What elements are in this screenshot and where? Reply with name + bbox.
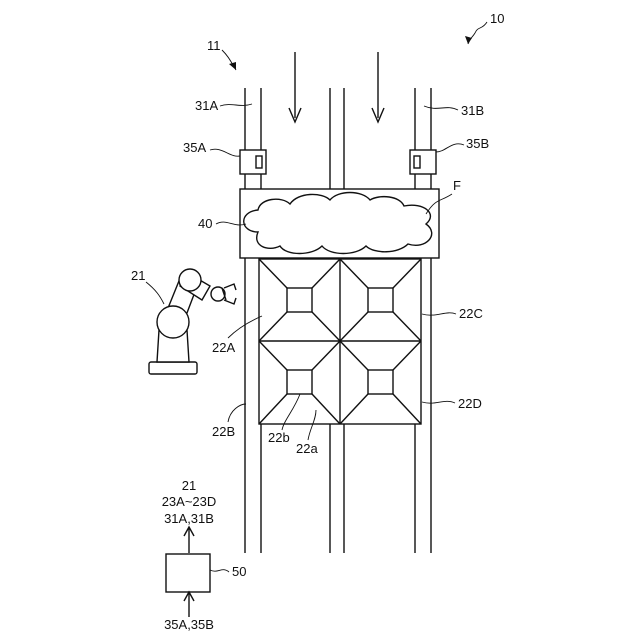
leader-rail-left — [220, 104, 252, 106]
controller-output-2: 23A~23D — [162, 494, 217, 509]
leader-robot — [146, 282, 164, 304]
feed-arrow-right — [372, 52, 384, 122]
label-panel-part-b: 22b — [268, 430, 290, 445]
leader-sensor-right — [436, 144, 464, 152]
controller-output-3: 31A,31B — [164, 511, 214, 526]
controller-input-label: 35A,35B — [164, 617, 214, 632]
label-rail-right: 31B — [461, 103, 484, 118]
leader-device-arrow — [465, 36, 472, 44]
controller-input-arrow — [184, 592, 194, 617]
label-controller: 50 — [232, 564, 246, 579]
label-robot: 21 — [131, 268, 145, 283]
leader-panel-d — [422, 401, 455, 403]
controller-output-arrow — [184, 527, 194, 553]
label-panel-c: 22C — [459, 306, 483, 321]
feed-arrow-left — [289, 52, 301, 122]
sensor-right-window — [414, 156, 420, 168]
label-panel-a: 22A — [212, 340, 235, 355]
leader-device — [468, 22, 487, 44]
leader-panel-c — [422, 313, 456, 315]
robot-arm — [149, 269, 236, 374]
label-sensor-right: 35B — [466, 136, 489, 151]
controller-output-1: 21 — [182, 478, 196, 493]
label-panel-part-a: 22a — [296, 441, 318, 456]
label-cover: 40 — [198, 216, 212, 231]
sensor-left-window — [256, 156, 262, 168]
label-conveyor: 11 — [207, 38, 221, 53]
label-device: 10 — [490, 11, 504, 26]
leader-sensor-left — [210, 149, 240, 156]
label-panel-d: 22D — [458, 396, 482, 411]
leader-controller — [210, 570, 229, 572]
leader-panel-b — [228, 404, 246, 422]
label-sensor-left: 35A — [183, 140, 206, 155]
leader-conveyor-arrow — [229, 62, 236, 70]
label-panel-b: 22B — [212, 424, 235, 439]
label-fog: F — [453, 178, 461, 193]
leader-rail-right — [424, 106, 458, 110]
controller-box — [166, 554, 210, 592]
label-rail-left: 31A — [195, 98, 218, 113]
